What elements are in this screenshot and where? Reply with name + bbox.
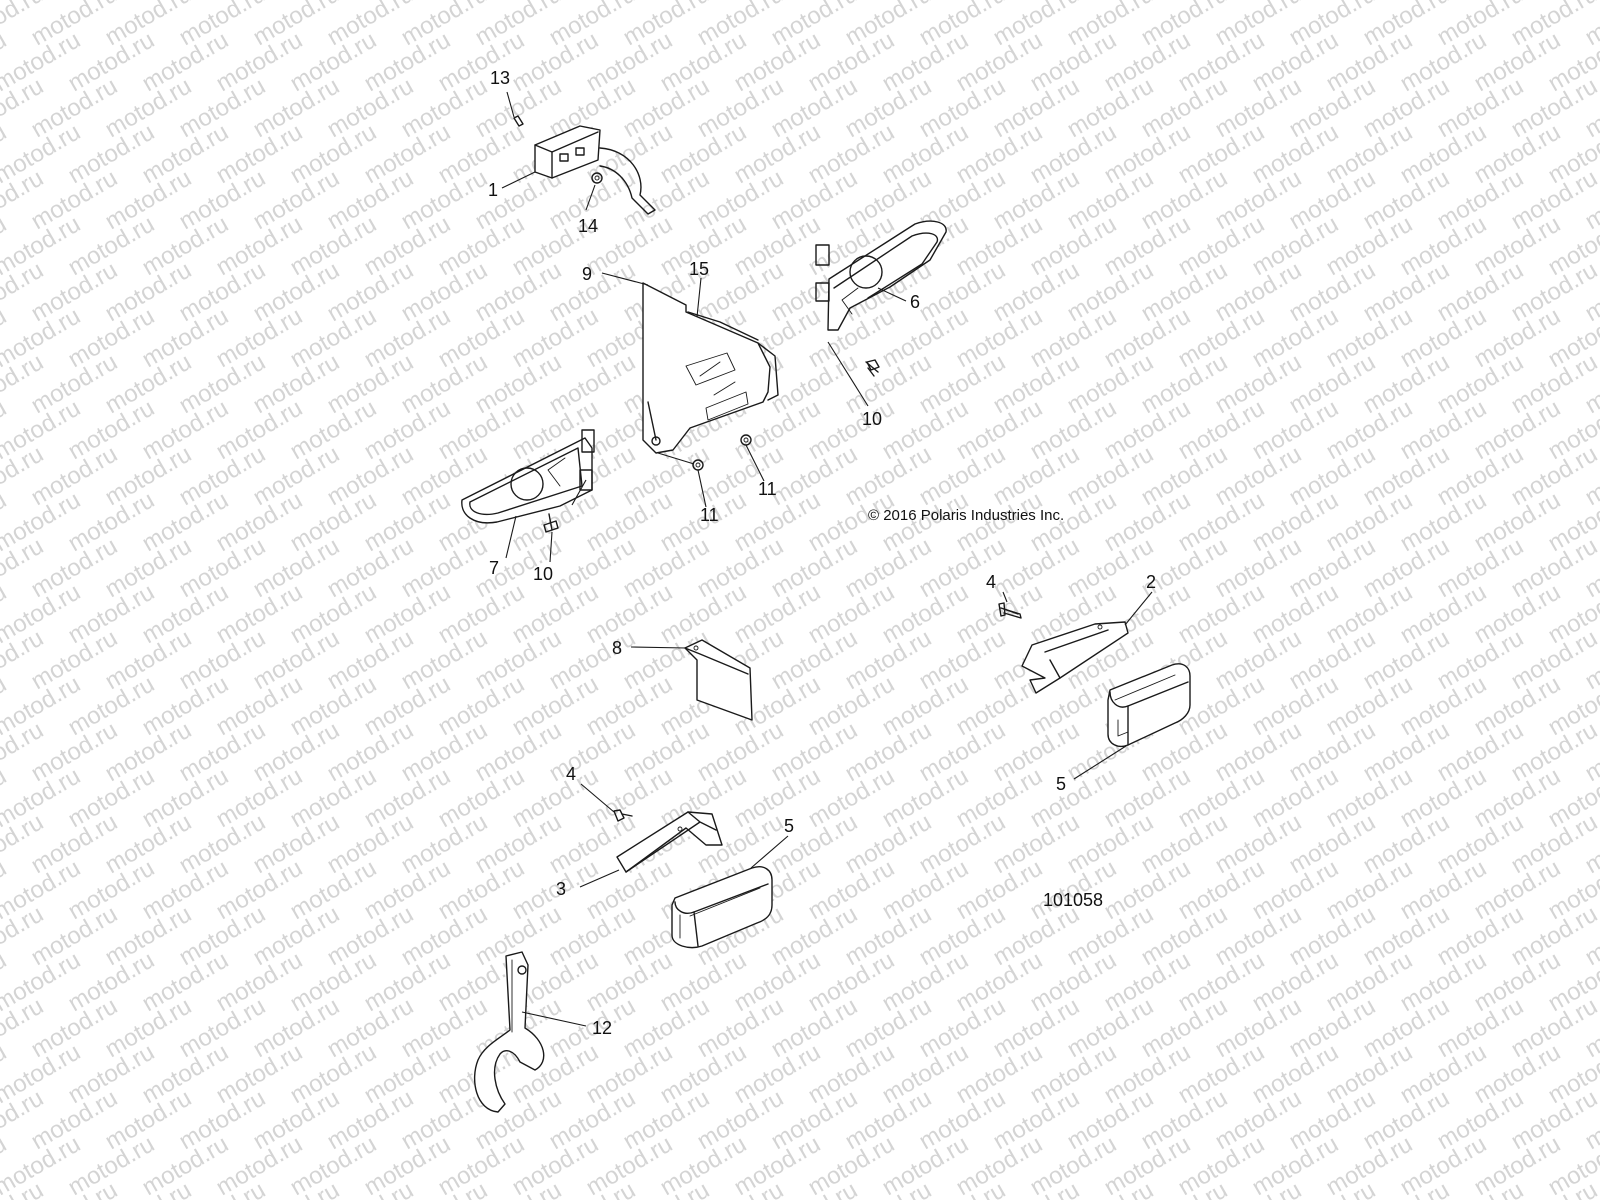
callout-4-right: 4: [986, 572, 996, 592]
part-8-plate: [684, 639, 753, 721]
part-9-mounting-plate: [642, 282, 779, 454]
part-13-screw: [513, 115, 524, 127]
part-1-bracket-housing: [534, 125, 656, 215]
part-10-bolt-upper: [865, 359, 880, 377]
callout-6: 6: [910, 292, 920, 312]
callout-11-b: 11: [758, 479, 777, 499]
callout-5-left: 5: [784, 816, 794, 836]
copyright-notice: © 2016 Polaris Industries Inc.: [868, 507, 1064, 524]
callout-5-right: 5: [1056, 774, 1066, 794]
part-10-bolt-lower: [543, 513, 559, 533]
part-4-screw-right: [998, 602, 1022, 619]
part-2-lamp-bracket: [1021, 621, 1129, 694]
callout-15: 15: [689, 259, 709, 279]
callout-13: 13: [490, 68, 510, 88]
callout-labels: 13 1 14 15 6 9 10 11 11 7 10 4 2 8 5 4 5…: [488, 68, 1156, 1038]
part-12-curved-bracket: [474, 951, 545, 1113]
part-4-screw-left: [613, 809, 633, 822]
callout-12: 12: [592, 1018, 612, 1038]
part-11-nut-b: [740, 434, 752, 446]
part-6-side-bracket: [815, 220, 947, 331]
part-7-side-bracket: [461, 429, 595, 524]
part-3-lamp-bracket: [616, 811, 723, 873]
callout-7: 7: [489, 558, 499, 578]
callout-10-upper: 10: [862, 409, 882, 429]
callout-9: 9: [582, 264, 592, 284]
callout-10-lower: 10: [533, 564, 553, 584]
leader-lines: [501, 91, 1153, 1027]
callout-1: 1: [488, 180, 498, 200]
callout-11-a: 11: [700, 505, 719, 525]
callout-2: 2: [1146, 572, 1156, 592]
part-11-nut-a: [692, 459, 704, 471]
part-5-lamp-right: [1107, 663, 1191, 748]
callout-8: 8: [612, 638, 622, 658]
callout-4-left: 4: [566, 764, 576, 784]
part-14-washer: [591, 172, 603, 184]
part-5-lamp-left: [671, 866, 773, 949]
callout-3: 3: [556, 879, 566, 899]
callout-14: 14: [578, 216, 598, 236]
diagram-number: 101058: [1043, 890, 1103, 910]
